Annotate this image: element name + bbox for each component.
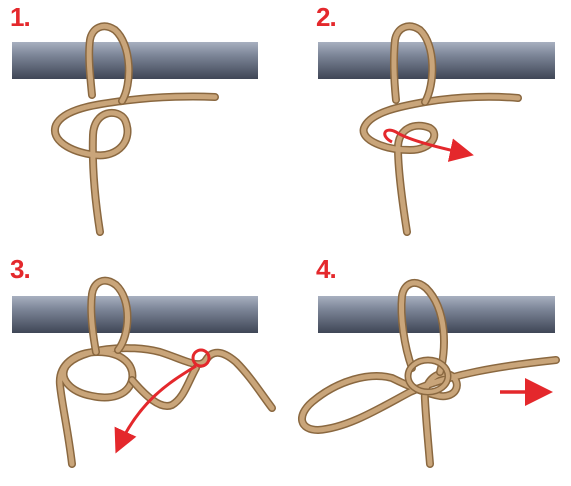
step-number-2: 2. — [316, 2, 336, 33]
step-number-4: 4. — [316, 254, 336, 285]
panel-1-label-area: 1. — [0, 0, 285, 234]
panel-4-label-area: 4. — [306, 252, 571, 486]
step-number-1: 1. — [10, 2, 30, 33]
panel-2-label-area: 2. — [306, 0, 571, 234]
panel-3-label-area: 3. — [0, 252, 285, 486]
step-number-3: 3. — [10, 254, 30, 285]
